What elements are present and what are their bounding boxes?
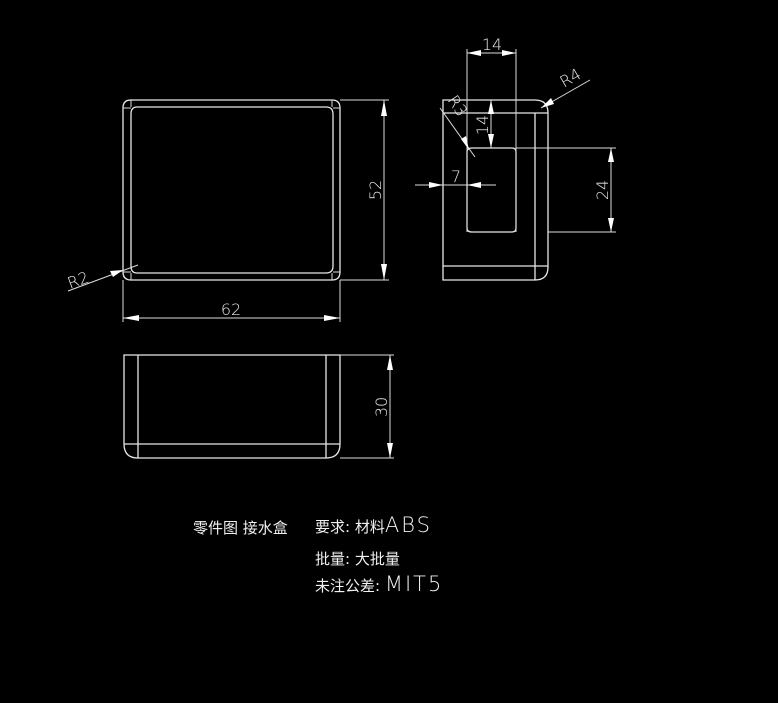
note-material-label: 要求: 材料 <box>315 518 385 536</box>
dimension-slot-height-24: 24 <box>516 147 616 233</box>
top-view-outer-outline <box>122 99 341 281</box>
side-view-slot-outline <box>466 147 517 233</box>
note-batch-value: 大批量 <box>354 550 400 568</box>
note-material: 要求: 材料ABS <box>315 513 432 537</box>
dimension-depth-52: 52 <box>340 99 389 281</box>
dimension-label-62: 62 <box>221 300 241 319</box>
dimension-label-24: 24 <box>593 180 612 200</box>
note-material-value: ABS <box>384 513 432 537</box>
note-tolerance-label: 未注公差: <box>315 577 385 595</box>
dimension-label-14-width: 14 <box>482 35 502 54</box>
dimension-label-r2: R2 <box>65 268 92 293</box>
note-tolerance-value: MIT5 <box>384 572 444 596</box>
dimension-width-62: 62 <box>122 280 341 322</box>
side-view-outer-outline <box>442 99 549 281</box>
top-view: 52 62 R2 <box>65 99 389 322</box>
front-view-outer-outline <box>123 354 341 459</box>
note-tolerance: 未注公差: MIT5 <box>315 572 443 596</box>
dimension-label-30: 30 <box>372 397 391 417</box>
dimension-slot-left-7: 7 <box>415 167 496 188</box>
side-view: 14 14 7 24 R4 <box>415 35 616 281</box>
dimension-label-14-height: 14 <box>473 115 492 135</box>
top-view-inner-outline <box>130 106 334 274</box>
dimension-label-7: 7 <box>451 167 461 186</box>
dimension-height-30: 30 <box>340 354 394 459</box>
dimension-label-r4: R4 <box>557 64 585 91</box>
drawing-title: 零件图 接水盒 <box>193 519 288 537</box>
note-batch: 批量: 大批量 <box>315 548 400 569</box>
dimension-slot-top-14: 14 <box>473 100 494 148</box>
front-view: 30 <box>123 354 394 459</box>
note-batch-label: 批量: <box>315 550 355 568</box>
dimension-radius-r3: R3 <box>439 92 476 158</box>
dimension-radius-r4: R4 <box>540 64 591 109</box>
dimension-slot-width-14: 14 <box>466 35 517 232</box>
dimension-label-52: 52 <box>366 180 385 200</box>
